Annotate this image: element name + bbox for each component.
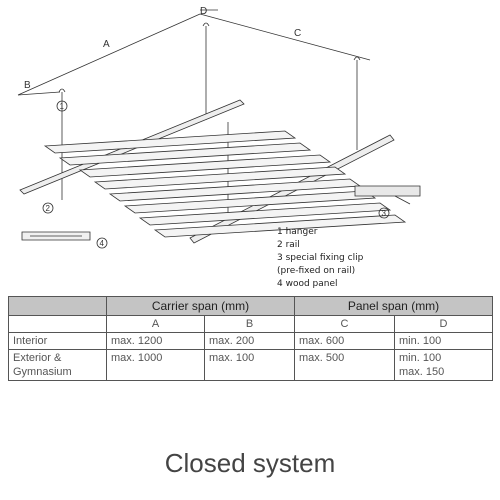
ceiling-system-diagram: A B C D 1 2 3 4 — [17, 6, 421, 249]
cell-interior-b: max. 200 — [204, 332, 295, 350]
callout-circle-4 — [96, 237, 108, 249]
legend-hanger: 1 hanger — [277, 227, 318, 237]
row-label-exterior-line2: Gymnasium — [13, 366, 72, 378]
cell-exterior-c: max. 500 — [294, 349, 395, 381]
caption: Closed system — [164, 448, 336, 478]
header-panel-span: Panel span (mm) — [294, 296, 493, 316]
dimension-label-c: C — [294, 28, 301, 39]
callout-2: 2 — [46, 204, 51, 213]
table-corner — [8, 296, 107, 316]
dimension-label-d: D — [200, 6, 207, 17]
row-label-exterior-line1: Exterior & — [13, 352, 62, 364]
callout-4: 4 — [100, 239, 105, 248]
dimension-label-b: B — [24, 80, 31, 91]
callout-3: 3 — [382, 209, 387, 218]
header-carrier-span: Carrier span (mm) — [106, 296, 295, 316]
wood-panels — [43, 130, 407, 238]
legend-rail: 2 rail — [277, 240, 300, 250]
cell-exterior-d-line2: max. 150 — [399, 366, 445, 378]
callout-1: 1 — [60, 102, 65, 111]
subheader-b: B — [204, 315, 295, 333]
subheader-c: C — [294, 315, 395, 333]
legend-fixing-clip-note: (pre-fixed on rail) — [277, 266, 356, 276]
dimension-label-a: A — [103, 39, 110, 50]
dimension-line-a — [17, 13, 201, 96]
subheader-a: A — [106, 315, 205, 333]
row-label-exterior: Exterior & Gymnasium — [8, 349, 107, 381]
legend: 1 hanger 2 rail 3 special fixing clip (p… — [277, 226, 363, 291]
cell-exterior-a: max. 1000 — [106, 349, 205, 381]
cell-interior-c: max. 600 — [294, 332, 395, 350]
legend-fixing-clip: 3 special fixing clip — [277, 253, 364, 263]
cell-interior-a: max. 1200 — [106, 332, 205, 350]
cell-exterior-d-line1: min. 100 — [399, 352, 442, 364]
row-label-interior: Interior — [8, 332, 107, 350]
subheader-d: D — [394, 315, 493, 333]
span-table: Carrier span (mm) Panel span (mm) A B C … — [8, 296, 493, 381]
callout-circle-2 — [42, 202, 54, 214]
subheader-blank — [8, 315, 107, 333]
table-row: Exterior & Gymnasium max. 1000 max. 100 … — [8, 349, 493, 381]
callout-circle-1 — [56, 100, 68, 112]
clip-detail — [354, 185, 421, 197]
table-row: Interior max. 1200 max. 200 max. 600 min… — [8, 332, 493, 350]
cell-interior-d: min. 100 — [394, 332, 493, 350]
cell-exterior-d: min. 100 max. 150 — [394, 349, 493, 381]
dimension-line-c — [199, 13, 371, 61]
dimension-line-b — [17, 91, 61, 96]
callout-circle-3 — [378, 207, 390, 219]
cell-exterior-b: max. 100 — [204, 349, 295, 381]
legend-wood-panel: 4 wood panel — [277, 279, 338, 289]
